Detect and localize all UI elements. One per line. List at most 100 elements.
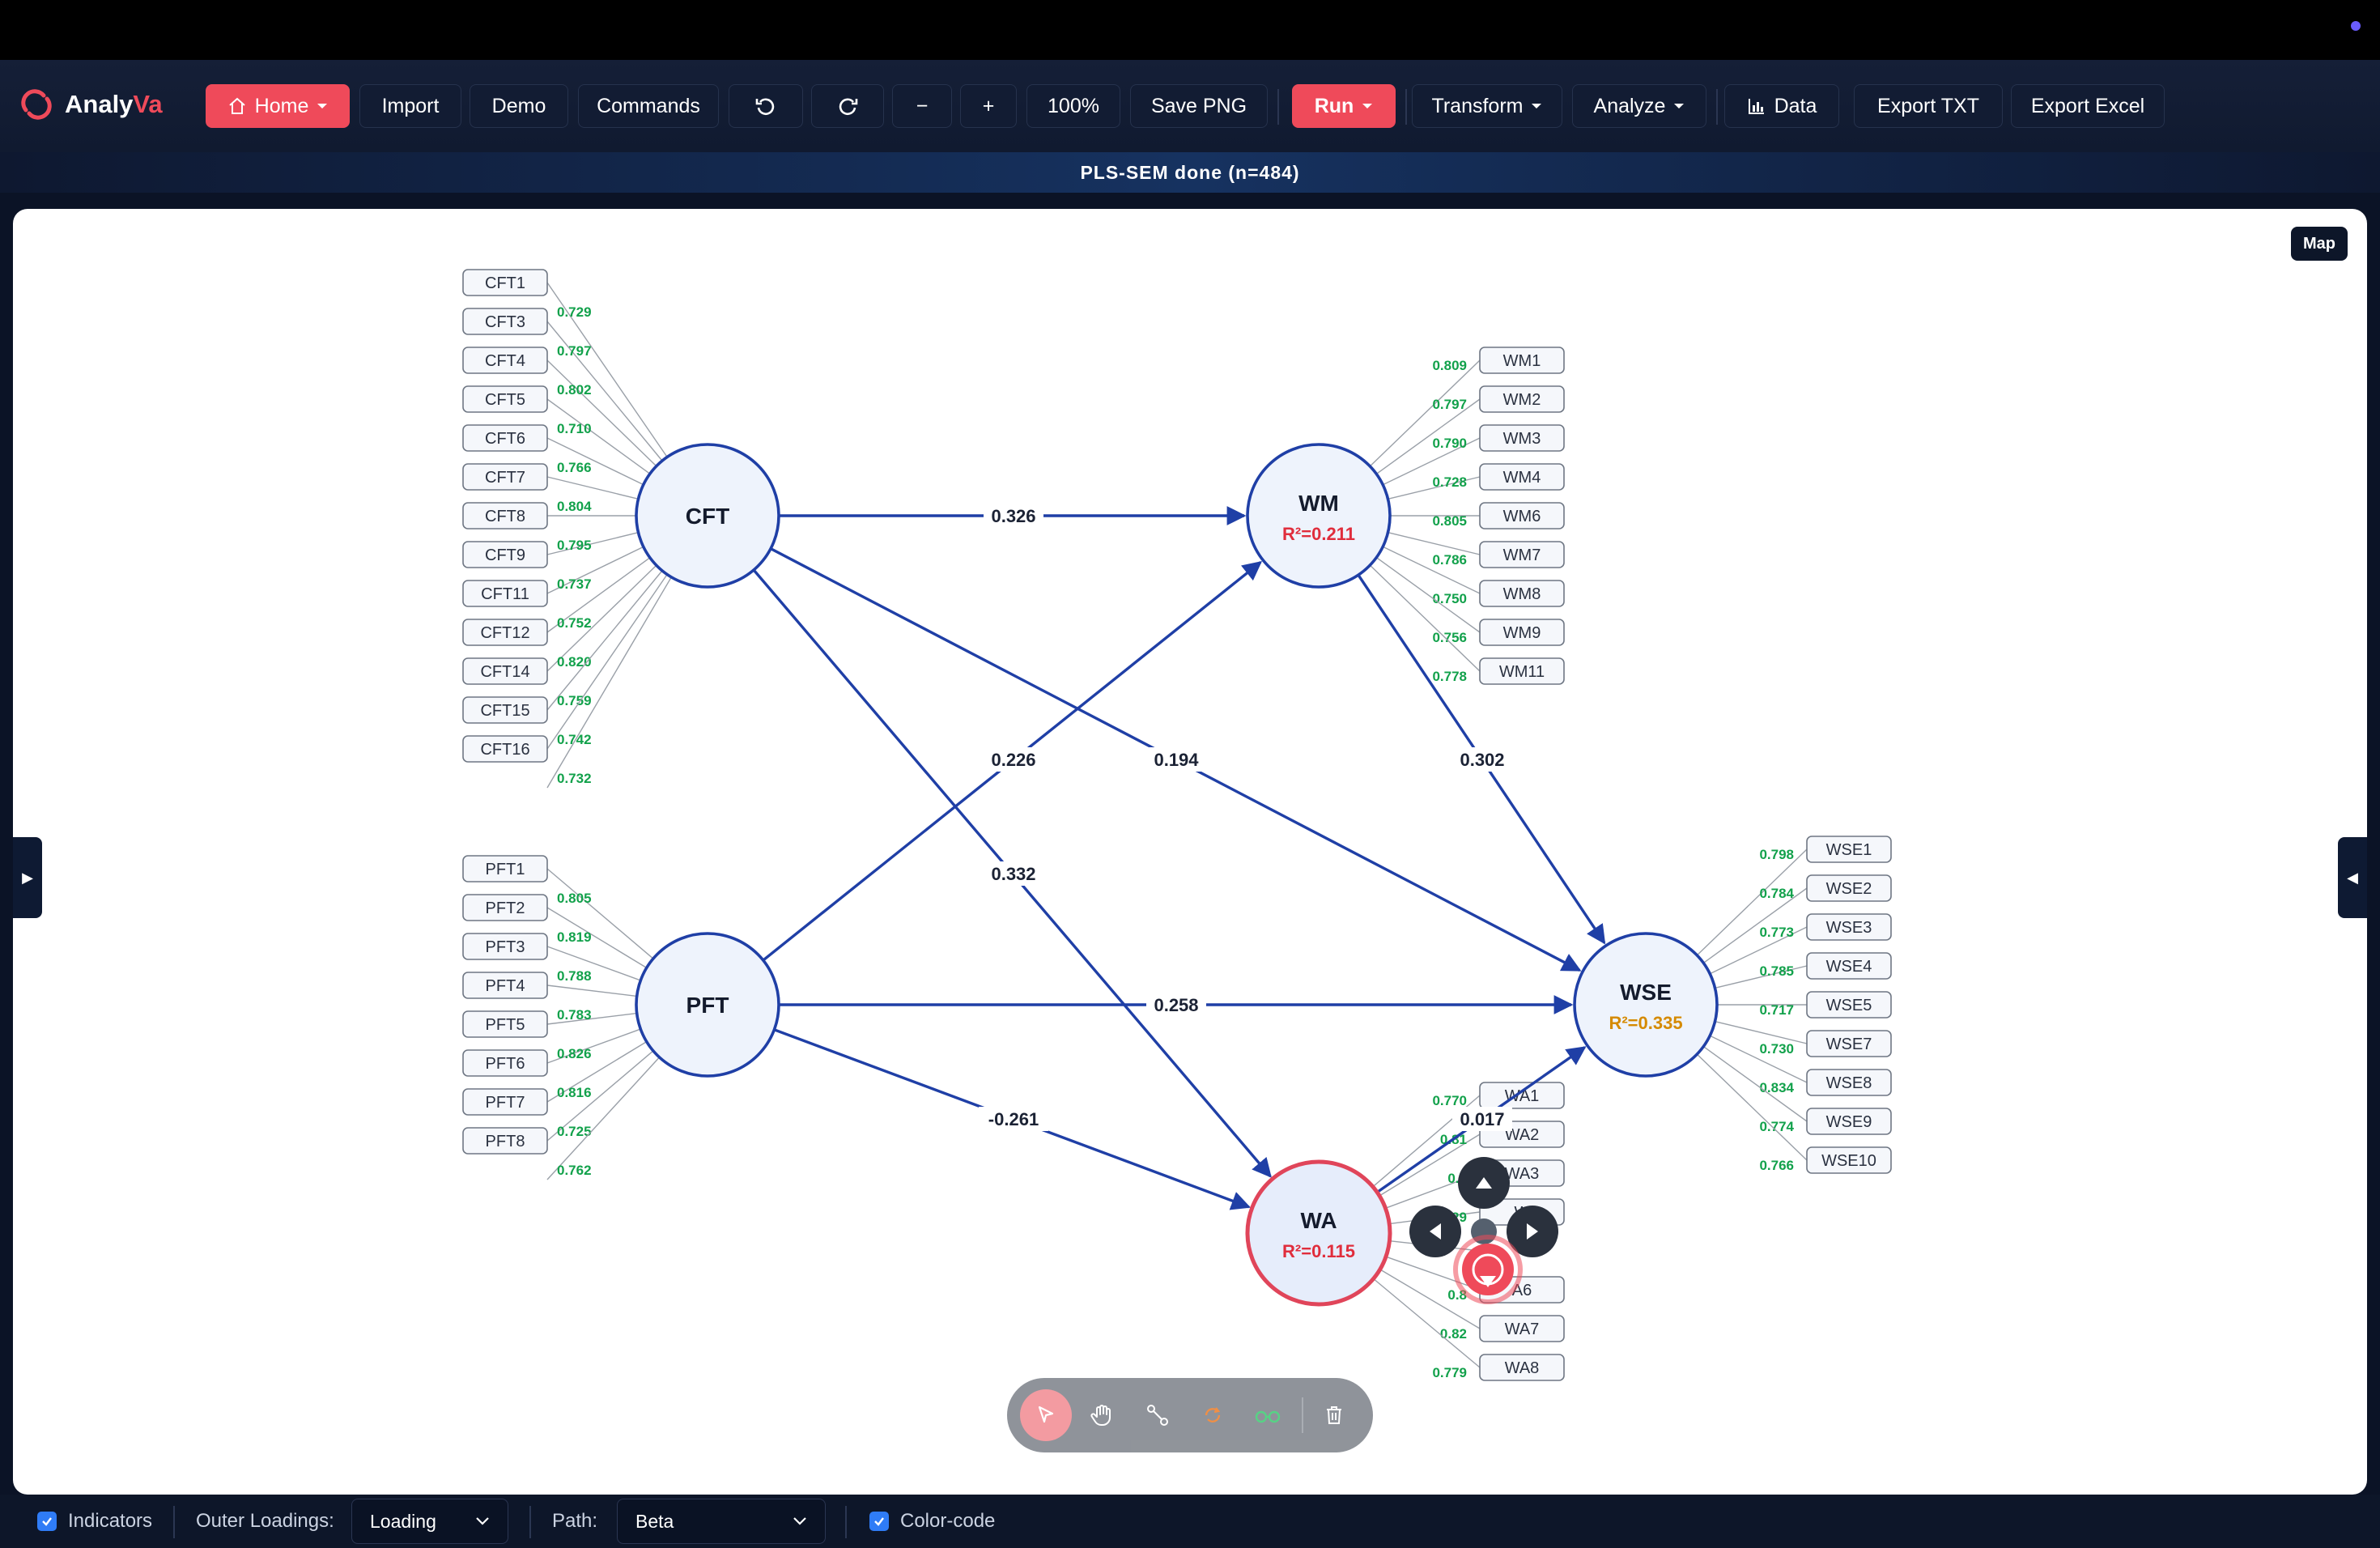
app-name-part1: Analy xyxy=(65,90,134,118)
indicator-box[interactable] xyxy=(1806,1108,1892,1135)
indicator-label: CFT5 xyxy=(485,391,525,409)
path-coefficient-bg xyxy=(984,504,1043,528)
indicator-box[interactable] xyxy=(462,385,548,413)
rotate-tool-button[interactable] xyxy=(1187,1389,1239,1441)
indicator-box[interactable] xyxy=(1479,619,1565,646)
loading-line xyxy=(1702,887,1808,963)
delete-tool-button[interactable] xyxy=(1308,1389,1360,1441)
indicator-box[interactable] xyxy=(462,972,548,999)
indicator-box[interactable] xyxy=(1806,1069,1892,1096)
construct-wse[interactable] xyxy=(1573,932,1719,1078)
construct-cft[interactable] xyxy=(635,443,780,589)
loading-line xyxy=(546,1057,661,1180)
export-excel-button[interactable]: Export Excel xyxy=(2011,84,2165,128)
zoom-in-button[interactable]: + xyxy=(960,84,1017,128)
redo-button[interactable] xyxy=(811,84,884,128)
indicator-label: CFT4 xyxy=(485,352,525,370)
indicator-box[interactable] xyxy=(1479,1315,1565,1342)
color-code-toggle[interactable]: Color-code xyxy=(869,1495,995,1548)
logo-icon xyxy=(21,89,52,120)
indicator-box[interactable] xyxy=(462,580,548,607)
path-coefficient: -0.261 xyxy=(988,1109,1039,1129)
home-icon xyxy=(228,97,245,114)
indicator-box[interactable] xyxy=(1479,424,1565,452)
transform-button[interactable]: Transform xyxy=(1412,84,1562,128)
indicator-box[interactable] xyxy=(462,735,548,763)
loading-line xyxy=(1388,531,1481,555)
undo-button[interactable] xyxy=(729,84,803,128)
view-tool-button[interactable] xyxy=(1242,1389,1294,1441)
indicator-box[interactable] xyxy=(1806,991,1892,1019)
commands-button[interactable]: Commands xyxy=(578,84,719,128)
indicator-box[interactable] xyxy=(462,894,548,921)
map-button[interactable]: Map xyxy=(2291,227,2348,261)
indicator-box[interactable] xyxy=(1479,502,1565,529)
path-coefficient: 0.332 xyxy=(991,864,1035,884)
indicator-box[interactable] xyxy=(462,1127,548,1155)
indicator-box[interactable] xyxy=(1479,463,1565,491)
indicator-box[interactable] xyxy=(462,347,548,374)
home-button[interactable]: Home xyxy=(206,84,350,128)
construct-wa[interactable] xyxy=(1245,1159,1392,1307)
indicator-box[interactable] xyxy=(1479,347,1565,374)
indicator-box[interactable] xyxy=(1806,836,1892,863)
indicator-box[interactable] xyxy=(1806,913,1892,941)
construct-pft[interactable] xyxy=(635,932,780,1078)
indicator-box[interactable] xyxy=(462,933,548,960)
indicator-box[interactable] xyxy=(1806,1146,1892,1174)
indicator-box[interactable] xyxy=(462,619,548,646)
indicator-label: CFT14 xyxy=(480,663,529,681)
construct-wm[interactable] xyxy=(1246,443,1392,589)
nudge-down-button[interactable] xyxy=(1462,1244,1514,1295)
checkbox-checked-icon[interactable] xyxy=(869,1512,889,1531)
run-button[interactable]: Run xyxy=(1292,84,1396,128)
data-button[interactable]: Data xyxy=(1724,84,1839,128)
indicator-box[interactable] xyxy=(462,269,548,296)
indicator-box[interactable] xyxy=(1479,541,1565,568)
transform-label: Transform xyxy=(1431,94,1524,117)
indicator-box[interactable] xyxy=(462,502,548,529)
path-coefficient: 0.017 xyxy=(1460,1109,1504,1129)
demo-button[interactable]: Demo xyxy=(470,84,568,128)
indicator-box[interactable] xyxy=(462,657,548,685)
connect-tool-button[interactable] xyxy=(1132,1389,1184,1441)
save-png-button[interactable]: Save PNG xyxy=(1130,84,1268,128)
indicator-box[interactable] xyxy=(462,541,548,568)
indicator-box[interactable] xyxy=(462,463,548,491)
indicator-box[interactable] xyxy=(462,308,548,335)
indicator-box[interactable] xyxy=(462,424,548,452)
analyze-button[interactable]: Analyze xyxy=(1572,84,1706,128)
indicator-box[interactable] xyxy=(462,1049,548,1077)
indicators-toggle[interactable]: Indicators xyxy=(37,1495,152,1548)
construct-r2: R²=0.211 xyxy=(1282,524,1355,544)
indicator-label: WSE9 xyxy=(1826,1113,1872,1131)
data-label: Data xyxy=(1774,94,1817,117)
indicator-box[interactable] xyxy=(462,696,548,724)
indicator-box[interactable] xyxy=(462,1088,548,1116)
import-button[interactable]: Import xyxy=(359,84,461,128)
path-select[interactable]: Beta xyxy=(617,1499,826,1544)
indicator-box[interactable] xyxy=(1806,874,1892,902)
indicator-box[interactable] xyxy=(1479,580,1565,607)
checkbox-checked-icon[interactable] xyxy=(37,1512,57,1531)
indicator-box[interactable] xyxy=(1806,1030,1892,1057)
pan-tool-button[interactable] xyxy=(1077,1389,1128,1441)
indicator-box[interactable] xyxy=(1479,385,1565,413)
right-panel-toggle[interactable]: ◀ xyxy=(2338,837,2367,918)
loading-value: 0.729 xyxy=(557,304,592,320)
indicator-box[interactable] xyxy=(1479,657,1565,685)
outer-loadings-select[interactable]: Loading xyxy=(351,1499,508,1544)
select-tool-button[interactable] xyxy=(1020,1389,1072,1441)
indicator-box[interactable] xyxy=(1479,1082,1565,1109)
indicator-box[interactable] xyxy=(1479,1354,1565,1381)
left-panel-toggle[interactable]: ▶ xyxy=(13,837,42,918)
indicator-box[interactable] xyxy=(1806,952,1892,980)
indicator-box[interactable] xyxy=(462,855,548,882)
zoom-out-button[interactable]: − xyxy=(892,84,952,128)
zoom-level[interactable]: 100% xyxy=(1026,84,1120,128)
export-txt-button[interactable]: Export TXT xyxy=(1854,84,2003,128)
indicator-box[interactable] xyxy=(462,1010,548,1038)
